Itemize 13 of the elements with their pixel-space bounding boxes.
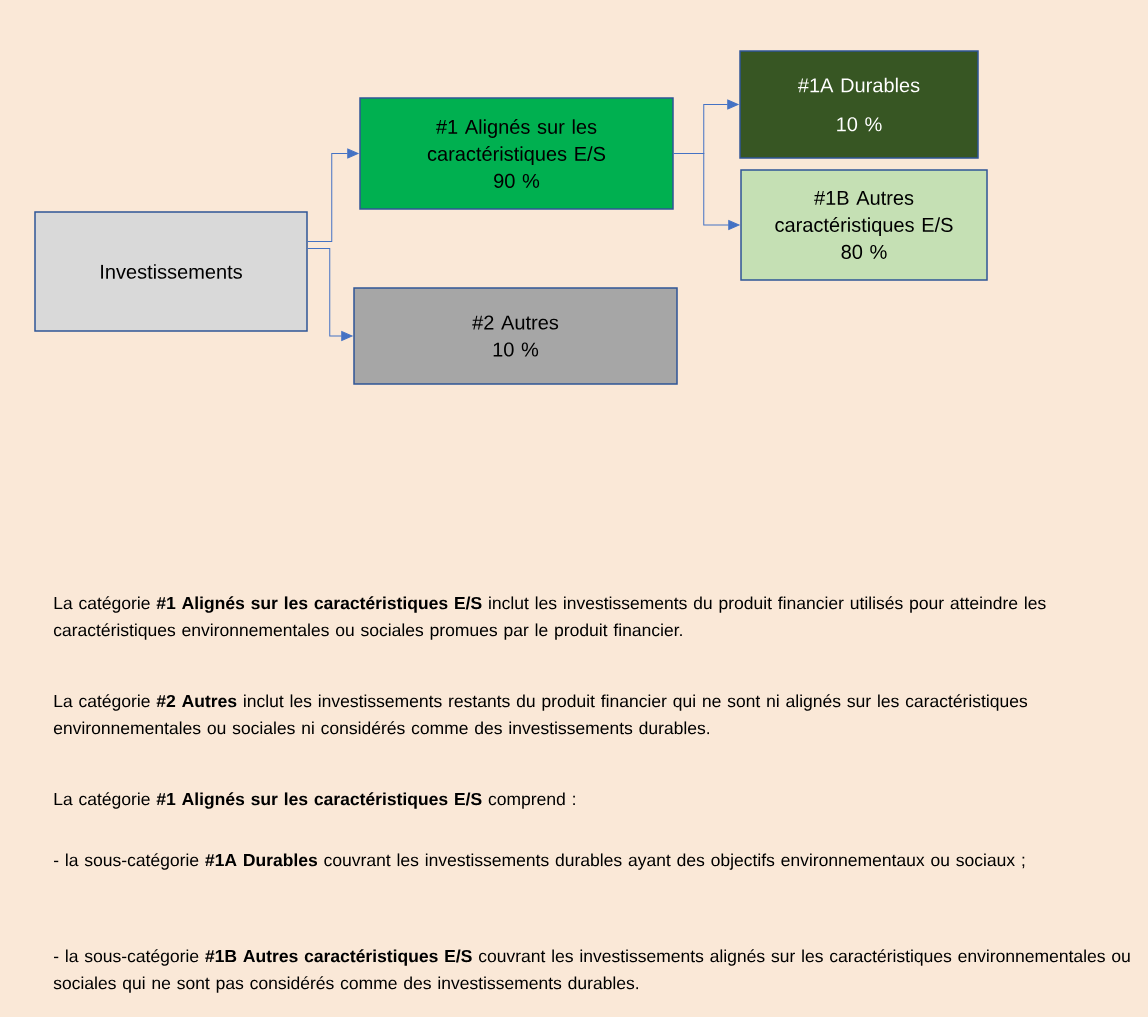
paragraph: La catégorie #1 Alignés sur les caractéristiques E/S comprend :: [54, 792, 575, 809]
paragraph: - la sous-catégorie #1B Autres caractéristiques E/S couvrant les investissements alignés sur les caractéristiques environnementales ou sociales qui ne sont pas considérés comme des investissements durables.: [53, 949, 1130, 993]
process-box: #1B Autres caractéristiques E/S 80 %: [740, 169, 988, 281]
process-box: #1A Durables 10 %: [739, 50, 979, 159]
paragraph: La catégorie #1 Alignés sur les caractéristiques E/S inclut les investissements du produit financier utilisés pour atteindre les caractéristiques environnementales ou sociales promues par le produit financier.: [53, 596, 1046, 640]
paragraph: La catégorie #2 Autres inclut les investissements restants du produit financier qui ne sont ni alignés sur les caractéristiques environnementales ou sociales ni considérés comme des investissements durables.: [53, 694, 1028, 735]
paragraph: - la sous-catégorie #1A Durables couvrant les investissements durables ayant des objectifs environnementaux ou sociaux ;: [54, 853, 1025, 870]
arrow: [673, 153, 740, 230]
arrow: [307, 248, 353, 341]
process-box: Investissements: [34, 211, 308, 332]
arrow: [307, 148, 359, 242]
process-box: #2 Autres 10 %: [353, 287, 678, 385]
process-box: #1 Alignés sur les caractéristiques E/S 90 %: [359, 97, 674, 210]
